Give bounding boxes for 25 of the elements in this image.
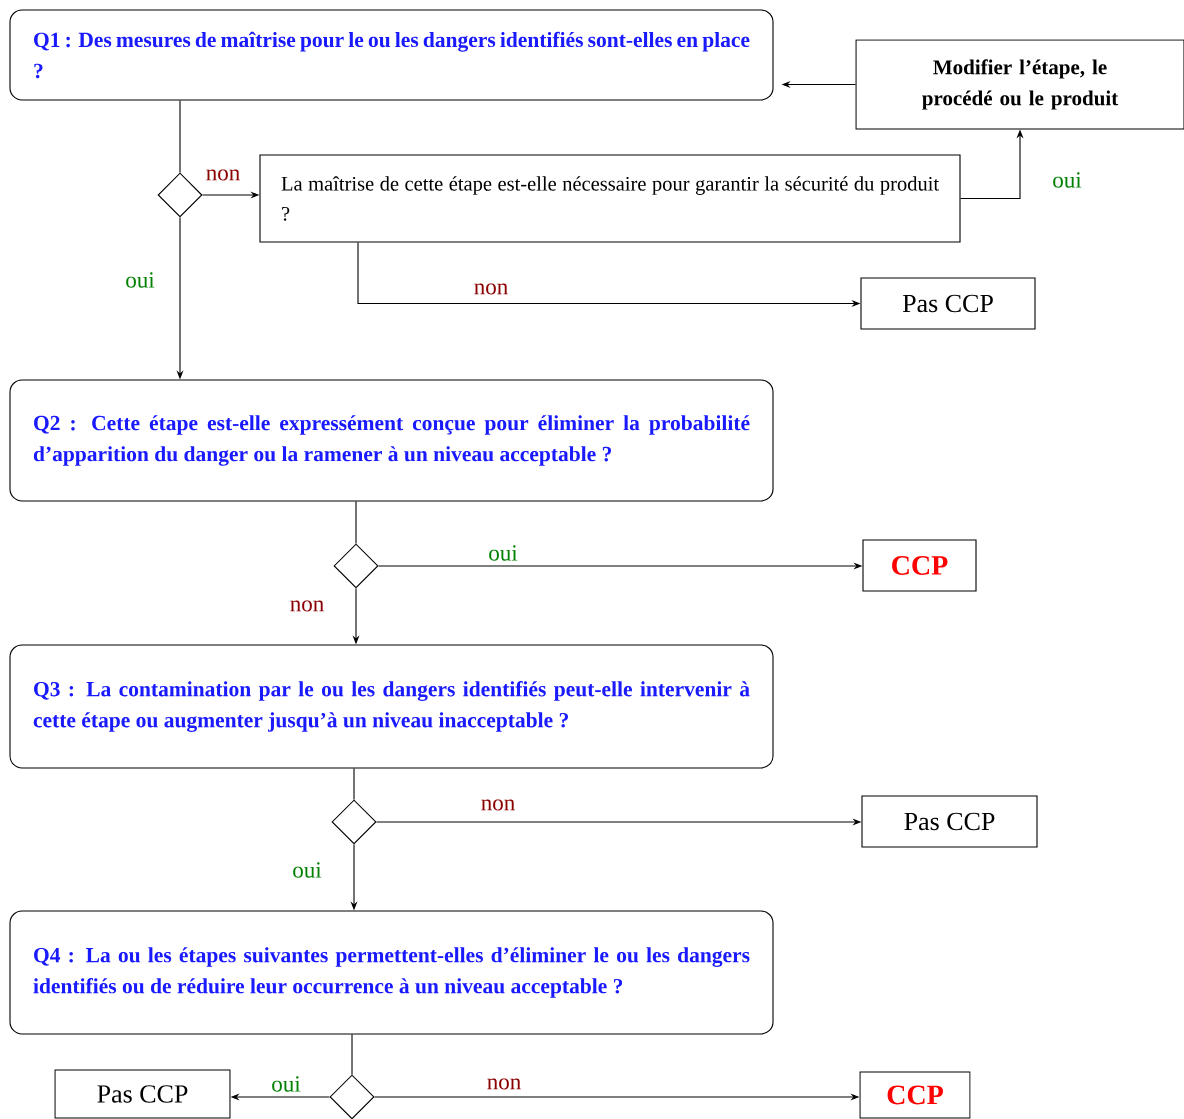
result-box: CCP: [862, 539, 977, 592]
question-box: Q3 : La contamination par le ou les dangers identifiés peut-elle intervenir à cette étape ou augmenter jusqu’à un niveau inacceptable ?: [9, 644, 774, 769]
question-box: Q2 : Cette étape est-elle expressément conçue pour éliminer la probabilité d’apparition du danger ou la ramener à un niveau acceptable ?: [9, 379, 774, 502]
edge-label: oui: [126, 272, 155, 288]
decision-diamond: [333, 543, 379, 589]
edge-label: non: [290, 600, 324, 612]
edge-label: non: [206, 169, 240, 181]
edge-label: non: [481, 799, 515, 811]
decision-diamond: [157, 172, 203, 218]
edge-label: oui: [272, 1076, 301, 1092]
decision-diamond: [331, 799, 377, 845]
edge-label: oui: [1053, 172, 1082, 188]
edge-label: oui: [293, 862, 322, 878]
result-box: Pas CCP: [861, 795, 1038, 848]
question-box: La maîtrise de cette étape est-elle nécessaire pour garantir la sécurité du produit ?: [259, 154, 961, 243]
result-box: Pas CCP: [860, 277, 1036, 330]
edge-label: oui: [489, 545, 518, 561]
question-box: Q1 : Des mesures de maîtrise pour le ou les dangers identifiés sont-elles en place ?: [9, 9, 774, 101]
result-box: CCP: [859, 1071, 971, 1119]
edge-label: non: [474, 283, 508, 295]
decision-diamond: [329, 1074, 375, 1119]
question-box: Q4 : La ou les étapes suivantes permettent-elles d’éliminer le ou les dangers identifiés ou de réduire leur occurrence à un niveau acceptable ?: [9, 910, 774, 1035]
result-box: Pas CCP: [54, 1069, 231, 1119]
edge-label: non: [487, 1078, 521, 1090]
action-box: Modifier l’étape, le procédé ou le produit: [855, 39, 1184, 130]
